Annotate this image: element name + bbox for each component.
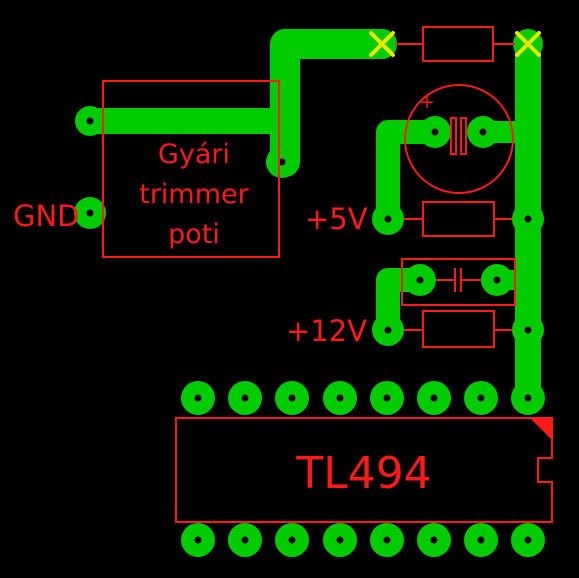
drill-hole — [241, 536, 249, 544]
v5-label: +5V — [305, 202, 368, 236]
drill-hole — [524, 536, 532, 544]
drill-hole — [86, 117, 94, 125]
drill-hole — [384, 215, 392, 223]
resistor-5v — [422, 201, 495, 237]
drill-hole — [479, 128, 487, 136]
drill-hole — [241, 394, 249, 402]
drill-hole — [477, 536, 485, 544]
ecap-plate-right — [460, 117, 467, 155]
drill-hole — [493, 276, 501, 284]
drill-hole — [431, 128, 439, 136]
drill-hole — [194, 394, 202, 402]
ic-pin1-marker — [530, 418, 552, 440]
drill-hole — [278, 158, 286, 166]
drill-hole — [194, 536, 202, 544]
ic-name: TL494 — [295, 448, 431, 499]
electrolytic-capacitor-outline — [404, 84, 514, 194]
drill-hole — [430, 536, 438, 544]
via-mark-left — [369, 31, 395, 57]
drill-hole — [336, 536, 344, 544]
trimmer-label-line1: Gyári — [158, 139, 230, 170]
trimmer-label-line3: poti — [168, 219, 220, 250]
drill-hole — [524, 394, 532, 402]
trimmer-label-line2: trimmer — [139, 179, 249, 210]
drill-hole — [524, 326, 532, 334]
drill-hole — [477, 394, 485, 402]
resistor-12v — [422, 310, 495, 348]
drill-hole — [383, 394, 391, 402]
drill-hole — [524, 215, 532, 223]
trace-trimmer-to-via — [270, 29, 397, 177]
gnd-label: GND — [13, 199, 80, 233]
resistor-top — [422, 26, 494, 62]
cap-polarity-mark: + — [419, 92, 434, 113]
v12-label: +12V — [286, 314, 367, 348]
ecap-plate-left — [450, 117, 457, 155]
drill-hole — [288, 394, 296, 402]
drill-hole — [416, 276, 424, 284]
drill-hole — [383, 536, 391, 544]
trimmer-outline — [102, 80, 280, 258]
drill-hole — [336, 394, 344, 402]
capacitor-outline — [401, 258, 516, 306]
drill-hole — [430, 394, 438, 402]
drill-hole — [288, 536, 296, 544]
drill-hole — [86, 209, 94, 217]
via-mark-right — [515, 31, 541, 57]
drill-hole — [384, 326, 392, 334]
